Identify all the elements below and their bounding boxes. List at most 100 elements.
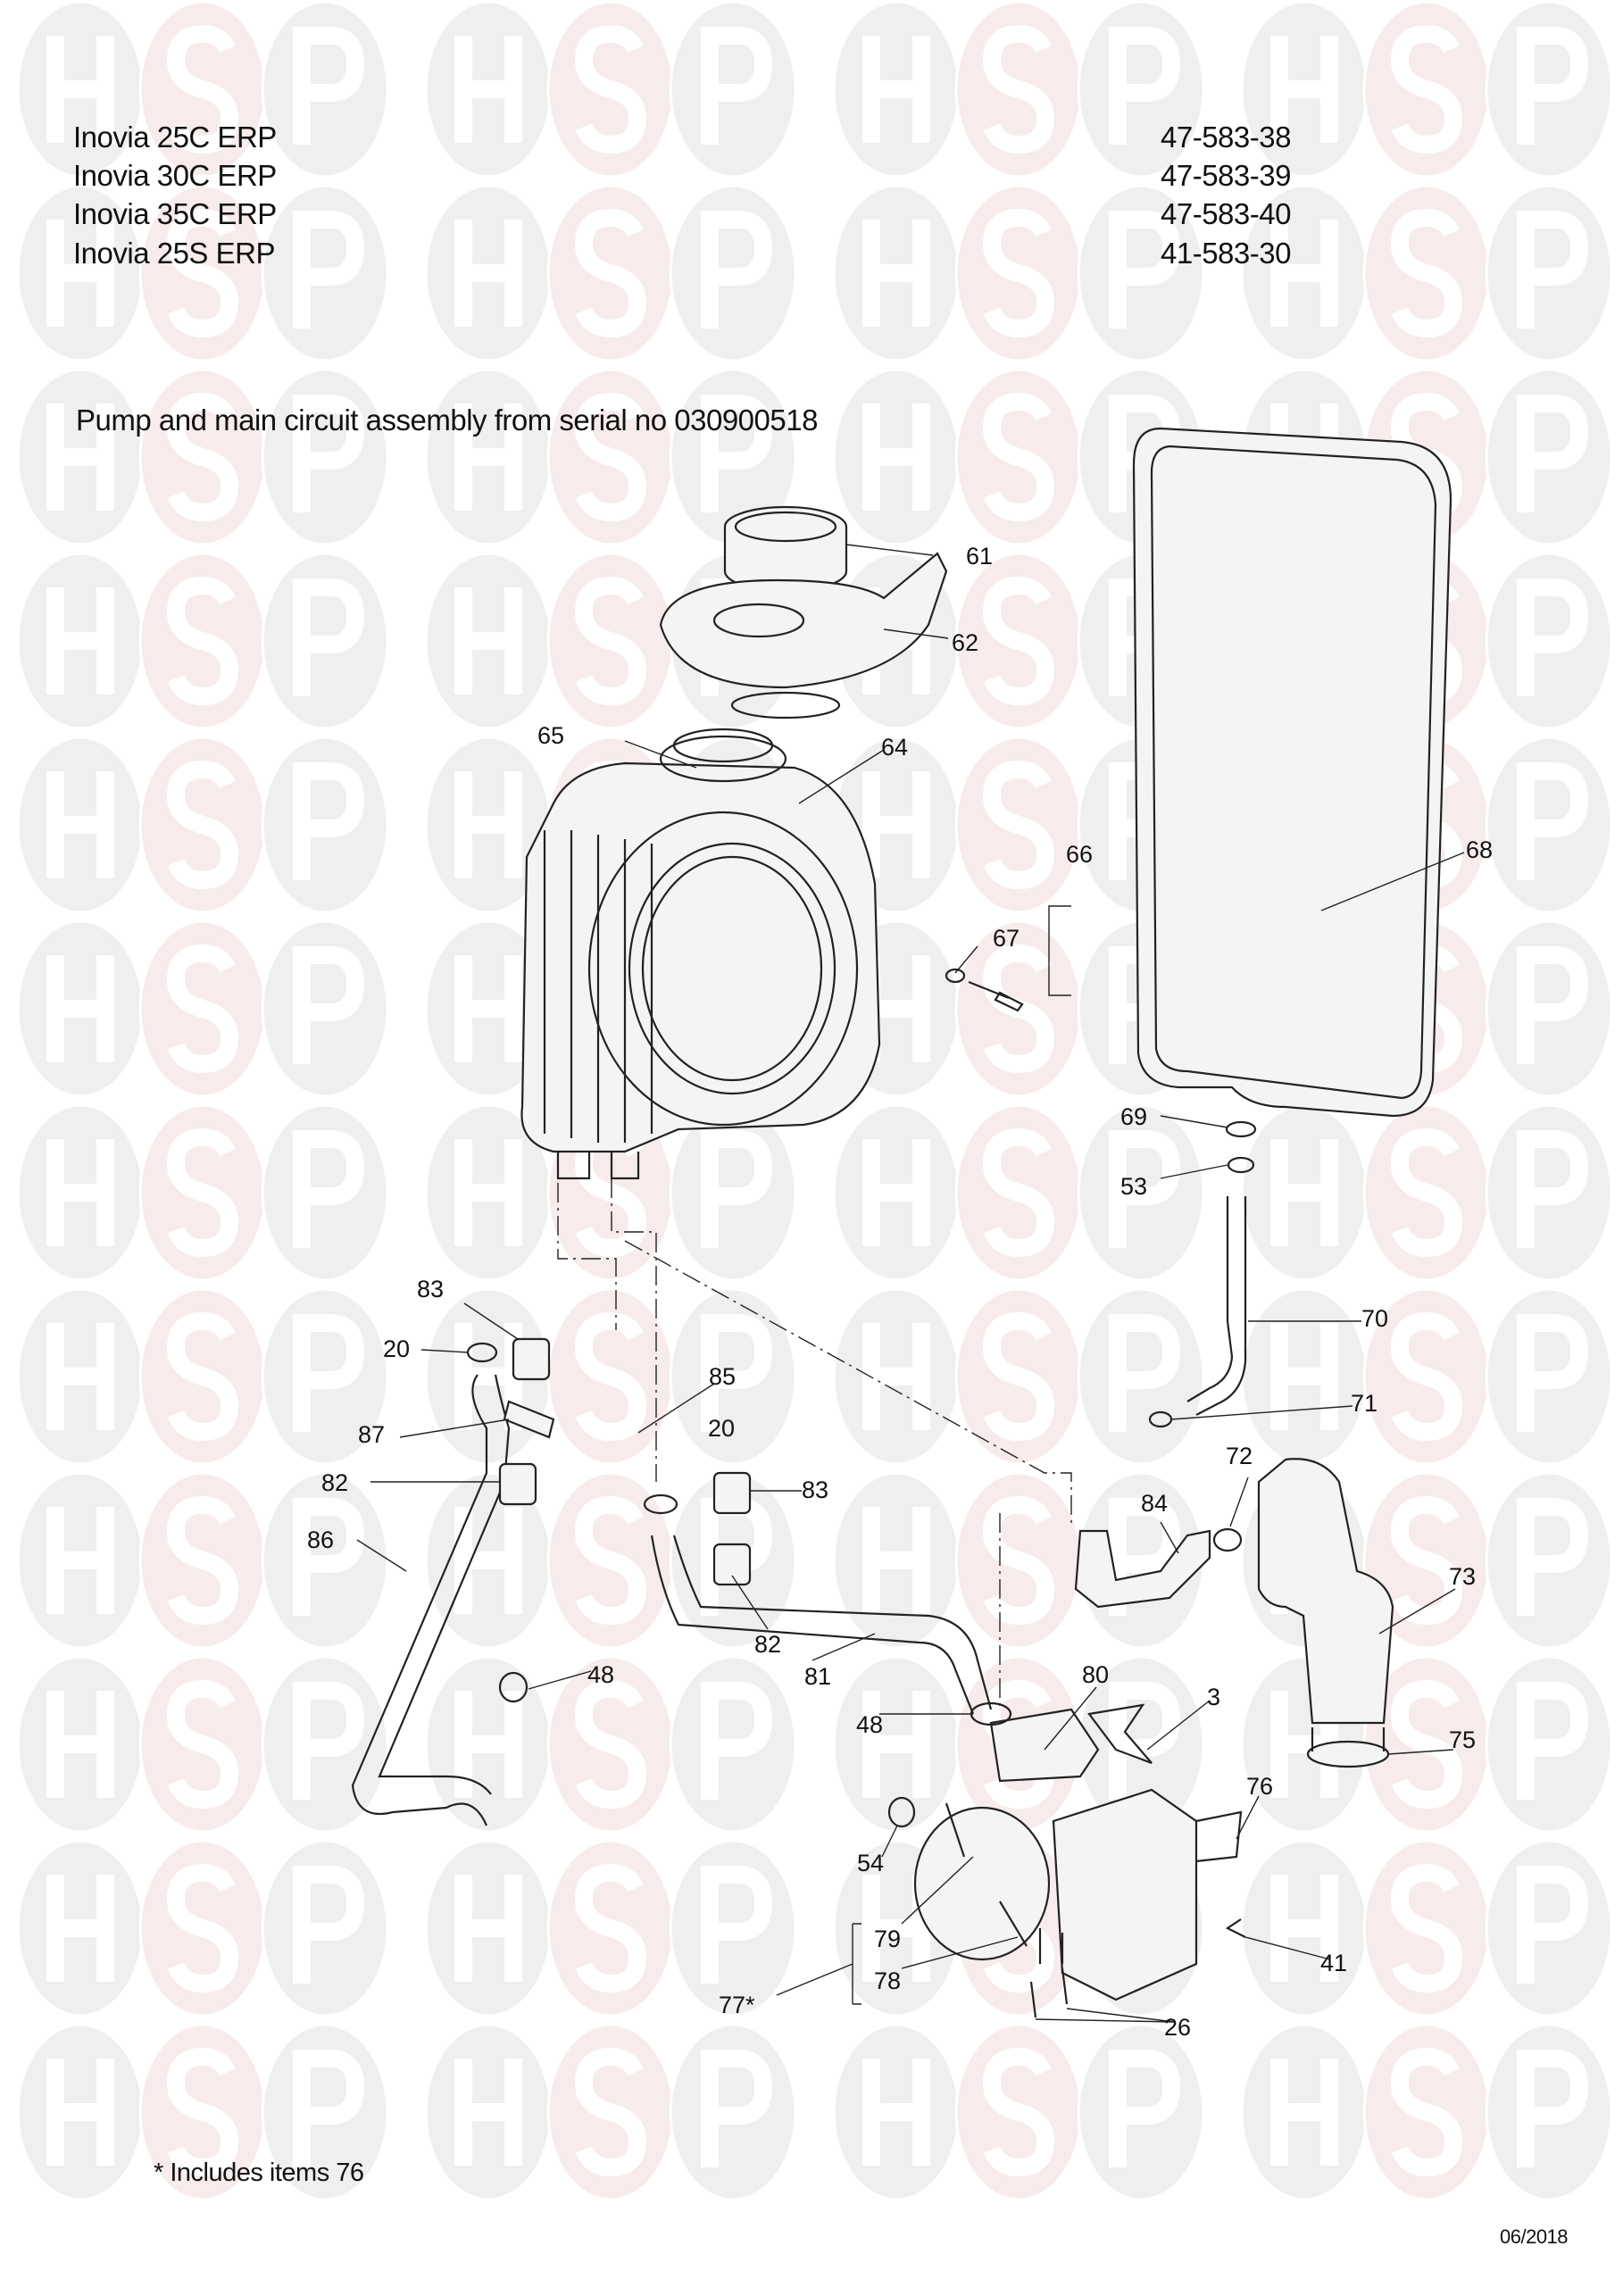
watermark-logo-glyph (454, 1691, 522, 1798)
part-label-82: 82 (321, 1469, 348, 1496)
watermark-logo-glyph (862, 1691, 930, 1798)
watermark-logo-glyph (701, 27, 773, 145)
watermark-logo-glyph (1109, 2050, 1181, 2167)
watermark-logo-glyph (701, 1682, 773, 1800)
diagram-subtitle: Pump and main circuit assembly from seri… (76, 403, 818, 437)
watermark-logo-glyph (293, 27, 365, 145)
clip-83-part[interactable] (512, 1337, 551, 1381)
watermark-logo-glyph (982, 1495, 1055, 1626)
watermark-logo-glyph (166, 1311, 239, 1442)
flue-collar-part[interactable] (723, 505, 848, 593)
watermark-logo-glyph (862, 771, 930, 878)
watermark-logo-glyph (293, 1498, 365, 1616)
watermark-logo-glyph (574, 2047, 647, 2177)
watermark-logo-glyph (293, 1130, 365, 1248)
expansion-vessel-part[interactable] (1132, 427, 1452, 1118)
watermark-logo-glyph (1109, 1498, 1181, 1616)
part-label-53: 53 (1120, 1173, 1147, 1200)
part-label-87: 87 (358, 1421, 385, 1448)
watermark-logo-glyph (293, 395, 365, 512)
flue-hood-part[interactable] (659, 552, 948, 720)
watermark-logo-glyph (982, 760, 1055, 890)
return-pipe-81-part[interactable] (650, 1535, 993, 1715)
pump-assembly-part[interactable] (887, 1701, 1198, 2001)
model-name: Inovia 25S ERP (73, 237, 275, 270)
watermark-logo-glyph (574, 576, 647, 706)
o-ring-20-part[interactable] (466, 1342, 498, 1363)
clip-3-part[interactable] (1087, 1703, 1153, 1765)
watermark-logo-glyph (454, 587, 522, 695)
part-label-20: 20 (383, 1335, 410, 1362)
o-ring-71-part[interactable] (1148, 1410, 1173, 1428)
watermark-logo-glyph (46, 220, 114, 327)
part-label-68: 68 (1466, 836, 1493, 863)
model-code: 47-583-39 (1161, 159, 1291, 192)
watermark-logo-glyph (1270, 36, 1338, 143)
part-label-41: 41 (1320, 1950, 1347, 1976)
watermark-logo-glyph (166, 1495, 239, 1626)
expansion-pipe-part[interactable] (1186, 1196, 1247, 1416)
watermark-logo-glyph (862, 2059, 930, 2166)
watermark-logo-glyph (293, 946, 365, 1064)
part-label-20: 20 (708, 1415, 735, 1442)
clip-82b-part[interactable] (712, 1543, 752, 1586)
watermark-logo-glyph (1517, 1682, 1589, 1800)
watermark-logo-glyph (1270, 1139, 1338, 1246)
part-label-62: 62 (952, 629, 978, 656)
watermark-logo-glyph (1517, 1130, 1589, 1248)
flow-pipe-86-part[interactable] (351, 1374, 511, 1826)
watermark-logo-glyph (982, 392, 1055, 522)
bypass-87-part[interactable] (503, 1400, 555, 1439)
part-label-70: 70 (1361, 1305, 1388, 1332)
clip-72-part[interactable] (1212, 1527, 1243, 1552)
o-ring-48-part[interactable] (498, 1671, 529, 1703)
watermark-logo-glyph (1517, 1314, 1589, 1432)
washer-53-part[interactable] (1227, 1156, 1255, 1174)
watermark-logo-glyph (46, 403, 114, 511)
part-label-76: 76 (1246, 1773, 1273, 1800)
washer-69-part[interactable] (1225, 1120, 1257, 1138)
clip-83b-part[interactable] (712, 1471, 752, 1515)
footnote: * Includes items 76 (154, 2159, 364, 2187)
part-label-80: 80 (1082, 1661, 1109, 1688)
clip-82-part[interactable] (498, 1462, 537, 1506)
watermark-logo-glyph (862, 1139, 930, 1246)
watermark-logo-glyph (1109, 1130, 1181, 1248)
watermark-logo-glyph (574, 392, 647, 522)
model-name: Inovia 25C ERP (73, 121, 277, 154)
hose-84-part[interactable] (1074, 1529, 1211, 1609)
part-label-77: 77* (719, 1992, 755, 2018)
watermark-logo-glyph (701, 2050, 773, 2167)
watermark-logo-glyph (574, 208, 647, 338)
watermark-logo-glyph (166, 208, 239, 338)
watermark-logo-glyph (1390, 2047, 1463, 2177)
model-code: 47-583-38 (1161, 121, 1291, 154)
screws-26-part[interactable] (1029, 1967, 1069, 2018)
watermark-logo-glyph (574, 24, 647, 154)
watermark-logo-glyph (293, 1682, 365, 1800)
watermark-logo-glyph (166, 2047, 239, 2177)
watermark-logo-glyph (574, 1311, 647, 1442)
leader-lines (356, 544, 1465, 2023)
hydraulic-block-part[interactable] (1257, 1458, 1394, 1768)
watermark-logo-glyph (1109, 211, 1181, 329)
watermark-logo-glyph (166, 24, 239, 154)
watermark-logo-glyph (862, 36, 930, 143)
watermark-logo-glyph (574, 1863, 647, 1993)
watermark-logo-glyph (454, 771, 522, 878)
part-label-54: 54 (857, 1850, 884, 1876)
o-ring-20b-part[interactable] (643, 1493, 678, 1515)
watermark-logo-glyph (701, 211, 773, 329)
clip-41-part[interactable] (1225, 1918, 1246, 1938)
heat-exchanger-part[interactable] (520, 728, 881, 1180)
clip-76-part[interactable] (1195, 1810, 1243, 1863)
watermark-logo-glyph (293, 2050, 365, 2167)
watermark-logo-glyph (454, 955, 522, 1062)
watermark-logo-glyph (454, 2059, 522, 2166)
watermark-logo-glyph (293, 211, 365, 329)
watermark-logo-glyph (1390, 1127, 1463, 1258)
temperature-sensor-part[interactable] (945, 968, 1024, 1012)
watermark-logo-glyph (862, 220, 930, 327)
watermark-logo-glyph (1390, 208, 1463, 338)
